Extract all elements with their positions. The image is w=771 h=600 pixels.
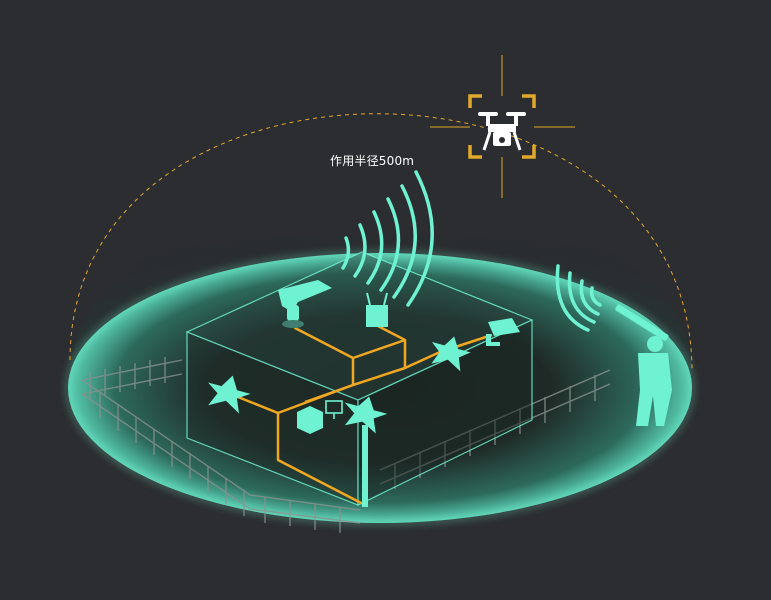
jammer-gun-icon bbox=[278, 280, 332, 328]
server-icon bbox=[297, 406, 323, 434]
radar-box-icon bbox=[366, 292, 388, 327]
drone-icon bbox=[478, 112, 526, 151]
target-frame-icon bbox=[430, 55, 575, 198]
star-antenna-icon bbox=[344, 396, 388, 507]
star-antenna-icon bbox=[208, 375, 251, 414]
monitor-icon bbox=[325, 400, 343, 419]
building-box bbox=[185, 251, 534, 506]
radius-label: 作用半径500m bbox=[330, 154, 415, 168]
camera-icon bbox=[486, 318, 520, 346]
signal-wave-icon bbox=[341, 170, 434, 307]
star-antenna-icon bbox=[431, 336, 471, 372]
ground-ellipse bbox=[68, 253, 692, 523]
coverage-radius-arc bbox=[69, 113, 693, 371]
signal-wave-icon bbox=[555, 264, 602, 332]
person-with-jammer-icon bbox=[615, 304, 672, 426]
